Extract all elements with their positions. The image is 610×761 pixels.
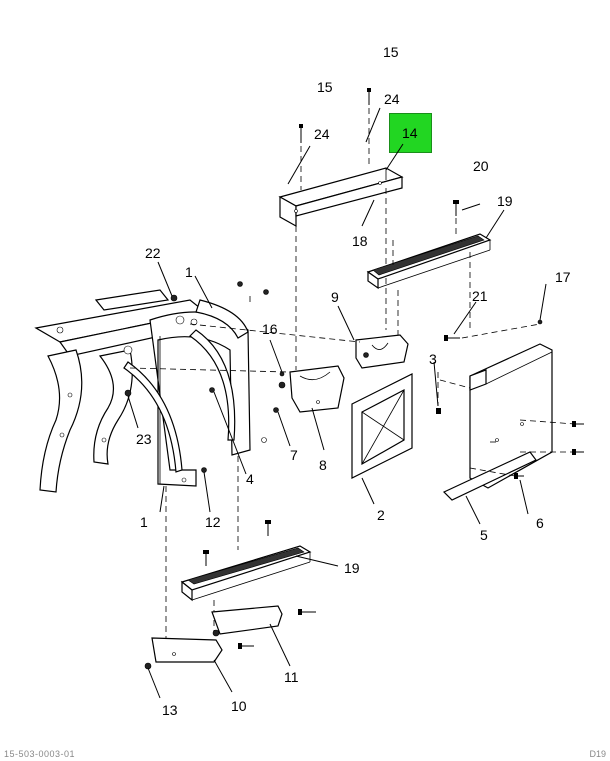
callout-24-right[interactable]: 24 — [384, 91, 400, 107]
bolt-3[interactable] — [436, 408, 441, 414]
bolt-16[interactable] — [279, 371, 285, 377]
callout-24-left[interactable]: 24 — [314, 126, 330, 142]
callout-3[interactable]: 3 — [429, 351, 437, 367]
callout-6[interactable]: 6 — [536, 515, 544, 531]
bolt-15-left[interactable] — [299, 124, 303, 143]
part-9-bracket[interactable] — [355, 334, 409, 369]
callout-21[interactable]: 21 — [472, 288, 488, 304]
part-5-side-panel[interactable] — [442, 343, 553, 501]
callout-9[interactable]: 9 — [331, 289, 339, 305]
bolt-group-6[interactable] — [514, 421, 584, 479]
callout-1-bottom[interactable]: 1 — [140, 514, 148, 530]
leader-lines — [127, 107, 547, 699]
nut-23[interactable] — [124, 389, 132, 397]
callout-10[interactable]: 10 — [231, 698, 247, 714]
callout-12[interactable]: 12 — [205, 514, 221, 530]
bolt-15-right[interactable] — [367, 88, 371, 105]
callout-labels: 15 15 24 24 14 18 20 19 17 21 9 3 16 22 … — [136, 44, 571, 718]
drawing-number: 15-503-0003-01 — [4, 749, 76, 759]
part-10-bracket[interactable] — [151, 637, 254, 663]
callout-7[interactable]: 7 — [290, 447, 298, 463]
part-1-frame-assembly[interactable] — [34, 289, 267, 493]
part-2-braced-plate[interactable] — [351, 373, 413, 479]
callout-11[interactable]: 11 — [284, 669, 299, 685]
callout-8[interactable]: 8 — [319, 457, 327, 473]
part-19-lower-step[interactable] — [180, 545, 312, 602]
bolt-lower-step-left[interactable] — [203, 550, 209, 566]
bolt-lower-step-right[interactable] — [265, 520, 271, 536]
callout-19-upper[interactable]: 19 — [497, 193, 513, 209]
callout-14[interactable]: 14 — [402, 125, 418, 141]
part-8-bracket[interactable] — [278, 365, 345, 413]
callout-16[interactable]: 16 — [262, 321, 278, 337]
callout-17[interactable]: 17 — [555, 269, 571, 285]
callout-2[interactable]: 2 — [377, 507, 385, 523]
part-11-bracket[interactable] — [211, 605, 316, 637]
callout-18[interactable]: 18 — [352, 233, 368, 249]
callout-15-left[interactable]: 15 — [317, 79, 333, 95]
highlighted-callout-14[interactable] — [389, 113, 432, 153]
callout-4[interactable]: 4 — [246, 471, 254, 487]
bolt-21[interactable] — [444, 335, 460, 341]
bolt-20[interactable] — [453, 200, 459, 216]
callout-23[interactable]: 23 — [136, 431, 152, 447]
bolt-12[interactable] — [201, 467, 207, 473]
callout-13[interactable]: 13 — [162, 702, 178, 718]
bolt-4[interactable] — [209, 387, 215, 393]
sheet-reference: D19 — [589, 749, 606, 759]
part-19-upper-step[interactable] — [366, 233, 492, 290]
callout-22[interactable]: 22 — [145, 245, 161, 261]
callout-20[interactable]: 20 — [473, 158, 489, 174]
callout-1-top[interactable]: 1 — [185, 264, 193, 280]
callout-15-right[interactable]: 15 — [383, 44, 399, 60]
bolt-7[interactable] — [273, 407, 279, 413]
part-14-bracket[interactable] — [278, 167, 404, 228]
callout-5[interactable]: 5 — [480, 527, 488, 543]
nut-17[interactable] — [537, 319, 543, 325]
nut-22[interactable] — [170, 294, 178, 302]
callout-19-lower[interactable]: 19 — [344, 560, 360, 576]
